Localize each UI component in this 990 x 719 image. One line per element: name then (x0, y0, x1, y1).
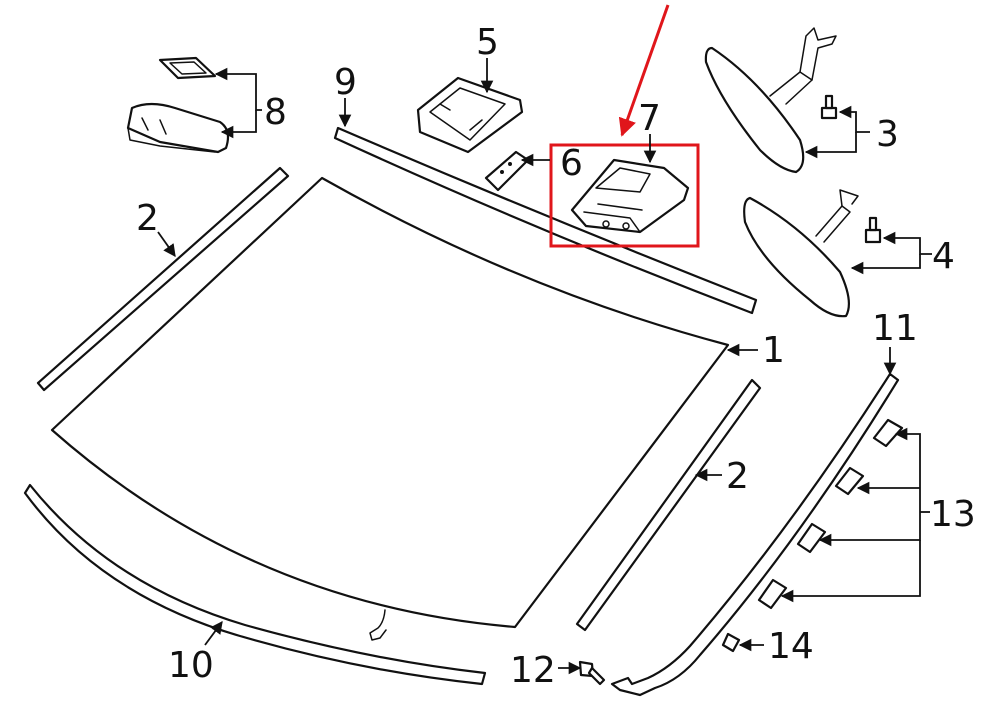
rain-sensor-8[interactable] (126, 102, 230, 154)
highlight-box (549, 143, 700, 248)
camera-module-7[interactable] (570, 158, 690, 234)
callout-13: 13 (930, 494, 976, 535)
callout-12: 12 (510, 650, 556, 691)
clip-14[interactable] (721, 632, 741, 653)
callout-6: 6 (560, 143, 583, 184)
bracket-5[interactable] (416, 76, 524, 154)
callout-4: 4 (932, 236, 955, 277)
windshield-glass[interactable] (50, 176, 730, 641)
side-seal-strip[interactable] (610, 372, 900, 697)
leader-lines (157, 58, 932, 675)
pillar-molding-right[interactable] (575, 378, 762, 632)
clip-13c[interactable] (796, 522, 827, 554)
bracket-6[interactable] (484, 150, 530, 192)
clip-13a[interactable] (872, 418, 904, 448)
callout-3: 3 (876, 114, 899, 155)
mirror-3[interactable] (704, 27, 837, 174)
callout-2-left: 2 (136, 198, 159, 239)
callout-11: 11 (872, 308, 918, 349)
clip-13b[interactable] (834, 466, 865, 496)
pillar-molding-left[interactable] (36, 166, 290, 392)
clip-13d[interactable] (757, 578, 788, 610)
screw-12[interactable] (578, 660, 606, 686)
callout-5: 5 (476, 22, 499, 63)
bolt-4[interactable] (864, 216, 882, 244)
callout-10: 10 (168, 645, 214, 686)
callout-2-right: 2 (726, 456, 749, 497)
callout-7: 7 (638, 98, 661, 139)
upper-reveal-molding[interactable] (333, 126, 758, 315)
callout-14: 14 (768, 626, 814, 667)
lower-cowl-seal[interactable] (23, 483, 487, 686)
mirror-4[interactable] (743, 189, 859, 318)
callout-8: 8 (264, 92, 287, 133)
callout-1: 1 (762, 330, 785, 371)
bolt-3[interactable] (820, 94, 838, 120)
sensor-cover-8[interactable] (158, 56, 217, 80)
callout-9: 9 (334, 62, 357, 103)
highlight-arrow (618, 4, 670, 137)
